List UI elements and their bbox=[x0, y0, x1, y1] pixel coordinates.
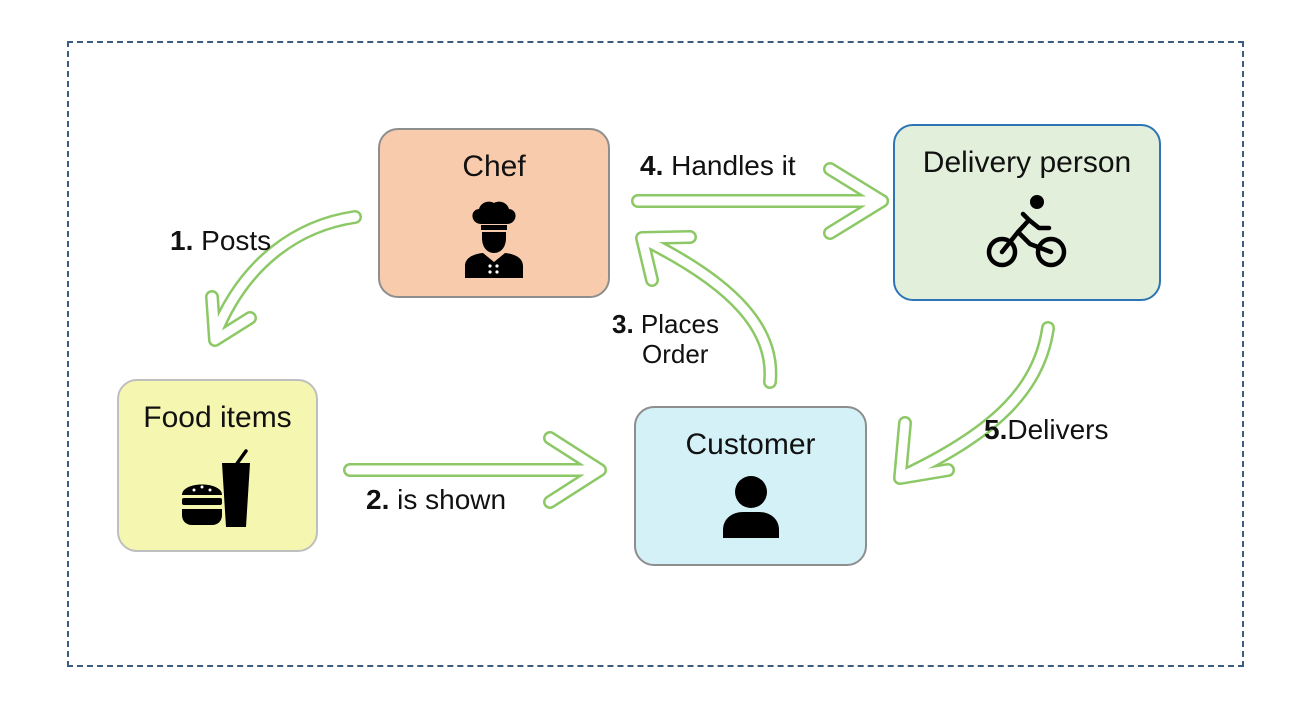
customer-title: Customer bbox=[685, 428, 816, 461]
chef-node: Chef bbox=[378, 128, 610, 298]
label-is-shown-num: 2. bbox=[366, 484, 390, 515]
label-posts-num: 1. bbox=[170, 225, 194, 256]
bicycle-rider-icon bbox=[986, 195, 1067, 268]
label-places-order-text: Places bbox=[640, 309, 719, 339]
delivery-person-node: Delivery person bbox=[893, 124, 1161, 301]
burger-drink-icon bbox=[181, 449, 250, 527]
label-delivers-text: Delivers bbox=[1007, 414, 1109, 445]
label-posts-text: Posts bbox=[201, 225, 272, 256]
chef-icon bbox=[465, 201, 523, 278]
label-delivers: 5.Delivers bbox=[984, 414, 1109, 446]
label-places-order: 3. Places Order bbox=[612, 309, 719, 370]
food-items-title: Food items bbox=[143, 401, 292, 434]
chef-title: Chef bbox=[462, 150, 526, 183]
label-handles-it-num: 4. bbox=[640, 150, 664, 181]
label-places-order-num: 3. bbox=[612, 309, 634, 339]
dashed-frame bbox=[67, 41, 1244, 667]
label-delivers-num: 5. bbox=[984, 414, 1008, 445]
customer-node: Customer bbox=[634, 406, 867, 566]
label-handles-it-text: Handles it bbox=[671, 150, 796, 181]
label-places-order-text2: Order bbox=[642, 338, 709, 369]
delivery-person-title: Delivery person bbox=[922, 146, 1132, 179]
label-posts: 1. Posts bbox=[170, 225, 271, 257]
arrow-delivers bbox=[898, 321, 1055, 482]
label-is-shown-text: is shown bbox=[397, 484, 507, 515]
food-items-node: Food items bbox=[117, 379, 318, 552]
label-is-shown: 2. is shown bbox=[366, 484, 506, 516]
label-handles-it: 4. Handles it bbox=[640, 150, 796, 182]
person-icon bbox=[722, 476, 779, 538]
